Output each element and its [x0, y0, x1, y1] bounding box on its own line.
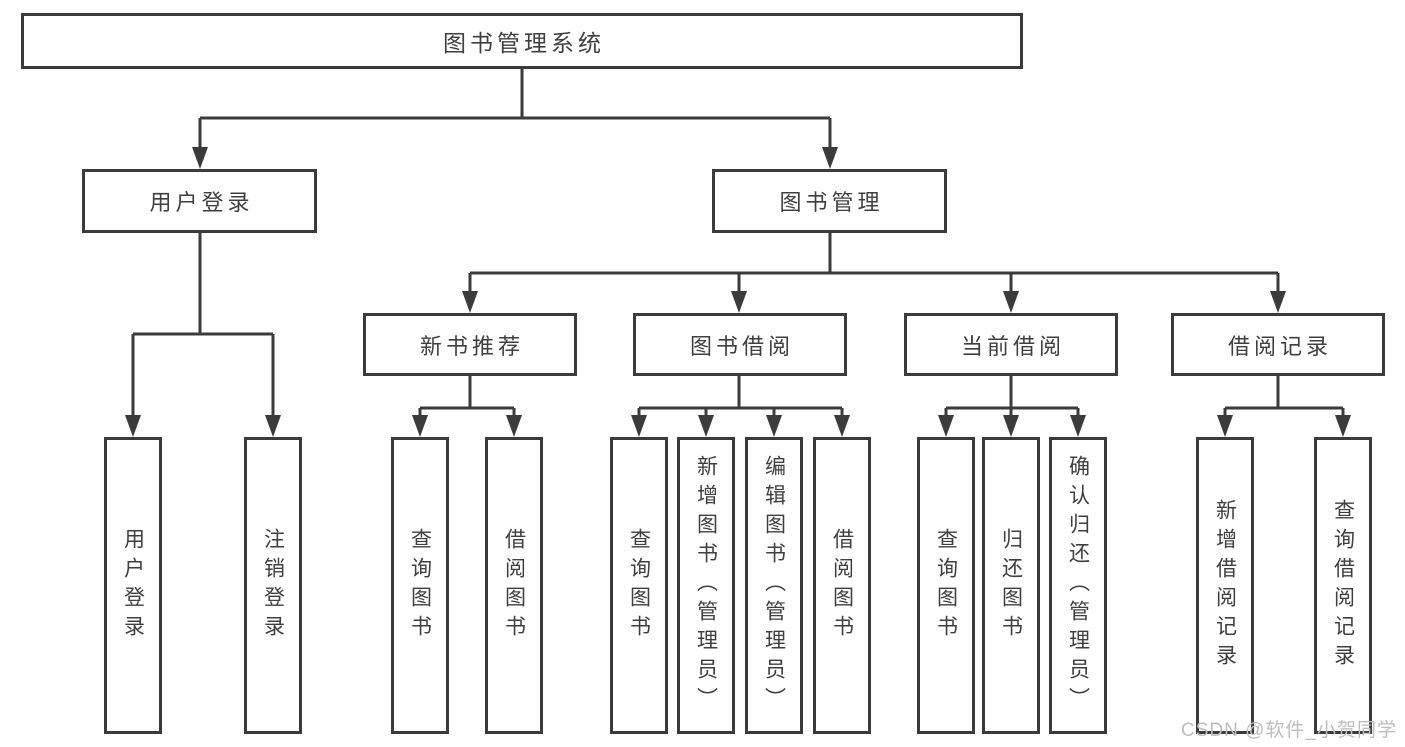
arrowhead [412, 415, 428, 437]
node-borrow-records-label: 借阅记录 [1227, 333, 1332, 359]
connector-book-borrow-split [637, 376, 844, 429]
leaf-borrow-query: 查询图书 [610, 437, 668, 734]
arrowhead [1270, 291, 1286, 313]
node-user-login: 用户登录 [82, 169, 317, 233]
leaf-borrow-lend: 借阅图书 [813, 437, 871, 734]
arrowhead [698, 415, 714, 437]
leaf-records-query: 查询借阅记录 [1314, 437, 1372, 734]
node-current-borrow: 当前借阅 [904, 313, 1118, 376]
leaf-newbooks-query: 查询图书 [391, 437, 449, 734]
leaf-user-login-label: 用户登录 [121, 527, 145, 644]
arrowhead [1003, 291, 1019, 313]
leaf-records-add: 新增借阅记录 [1196, 437, 1254, 734]
leaf-borrow-query-label: 查询图书 [627, 527, 651, 644]
node-borrow-records: 借阅记录 [1171, 313, 1385, 376]
arrowhead [506, 415, 522, 437]
connector-borrow-records-split [1223, 376, 1345, 429]
connector-new-books-split [418, 376, 516, 429]
node-root-label: 图书管理系统 [443, 30, 605, 56]
arrowhead [192, 147, 208, 169]
leaf-logout-label: 注销登录 [261, 527, 285, 644]
arrowhead [125, 415, 141, 437]
leaf-borrow-edit-admin-label: 编辑图书（管理员） [762, 455, 786, 716]
watermark: CSDN @软件_小贺同学 [1181, 720, 1397, 741]
leaf-borrow-edit-admin: 编辑图书（管理员） [745, 437, 803, 734]
node-root: 图书管理系统 [21, 13, 1023, 69]
node-book-management: 图书管理 [712, 169, 947, 233]
leaf-current-confirm-admin-label: 确认归还（管理员） [1066, 455, 1090, 716]
node-new-book-recommend-label: 新书推荐 [419, 333, 524, 359]
arrowhead [462, 291, 478, 313]
leaf-current-query: 查询图书 [917, 437, 975, 734]
arrowhead [822, 147, 838, 169]
arrowhead [766, 415, 782, 437]
leaf-current-query-label: 查询图书 [934, 527, 958, 644]
arrowhead [1003, 415, 1019, 437]
node-new-book-recommend: 新书推荐 [363, 313, 577, 376]
arrowhead [1335, 415, 1351, 437]
leaf-current-return: 归还图书 [982, 437, 1040, 734]
node-book-borrow-label: 图书借阅 [689, 333, 794, 359]
connector-root-split [198, 69, 832, 161]
leaf-borrow-add-admin: 新增图书（管理员） [677, 437, 735, 734]
leaf-newbooks-query-label: 查询图书 [408, 527, 432, 644]
leaf-records-query-label: 查询借阅记录 [1331, 498, 1355, 673]
arrowhead [834, 415, 850, 437]
node-current-borrow-label: 当前借阅 [960, 333, 1065, 359]
leaf-records-add-label: 新增借阅记录 [1213, 498, 1237, 673]
connector-book-mgmt-split [468, 233, 1280, 305]
arrowhead [265, 415, 281, 437]
leaf-current-confirm-admin: 确认归还（管理员） [1049, 437, 1107, 734]
arrowhead [731, 291, 747, 313]
leaf-borrow-add-admin-label: 新增图书（管理员） [694, 455, 718, 716]
node-book-management-label: 图书管理 [779, 190, 884, 215]
leaf-current-return-label: 归还图书 [999, 527, 1023, 644]
arrowhead [631, 415, 647, 437]
arrowhead [1217, 415, 1233, 437]
leaf-user-login: 用户登录 [104, 437, 162, 734]
leaf-newbooks-borrow: 借阅图书 [485, 437, 543, 734]
leaf-logout: 注销登录 [244, 437, 302, 734]
leaf-newbooks-borrow-label: 借阅图书 [502, 527, 526, 644]
arrowhead [1070, 415, 1086, 437]
connector-user-login-split [131, 233, 275, 429]
leaf-borrow-lend-label: 借阅图书 [830, 527, 854, 644]
arrowhead [938, 415, 954, 437]
node-user-login-label: 用户登录 [149, 190, 254, 215]
node-book-borrow: 图书借阅 [633, 313, 847, 376]
